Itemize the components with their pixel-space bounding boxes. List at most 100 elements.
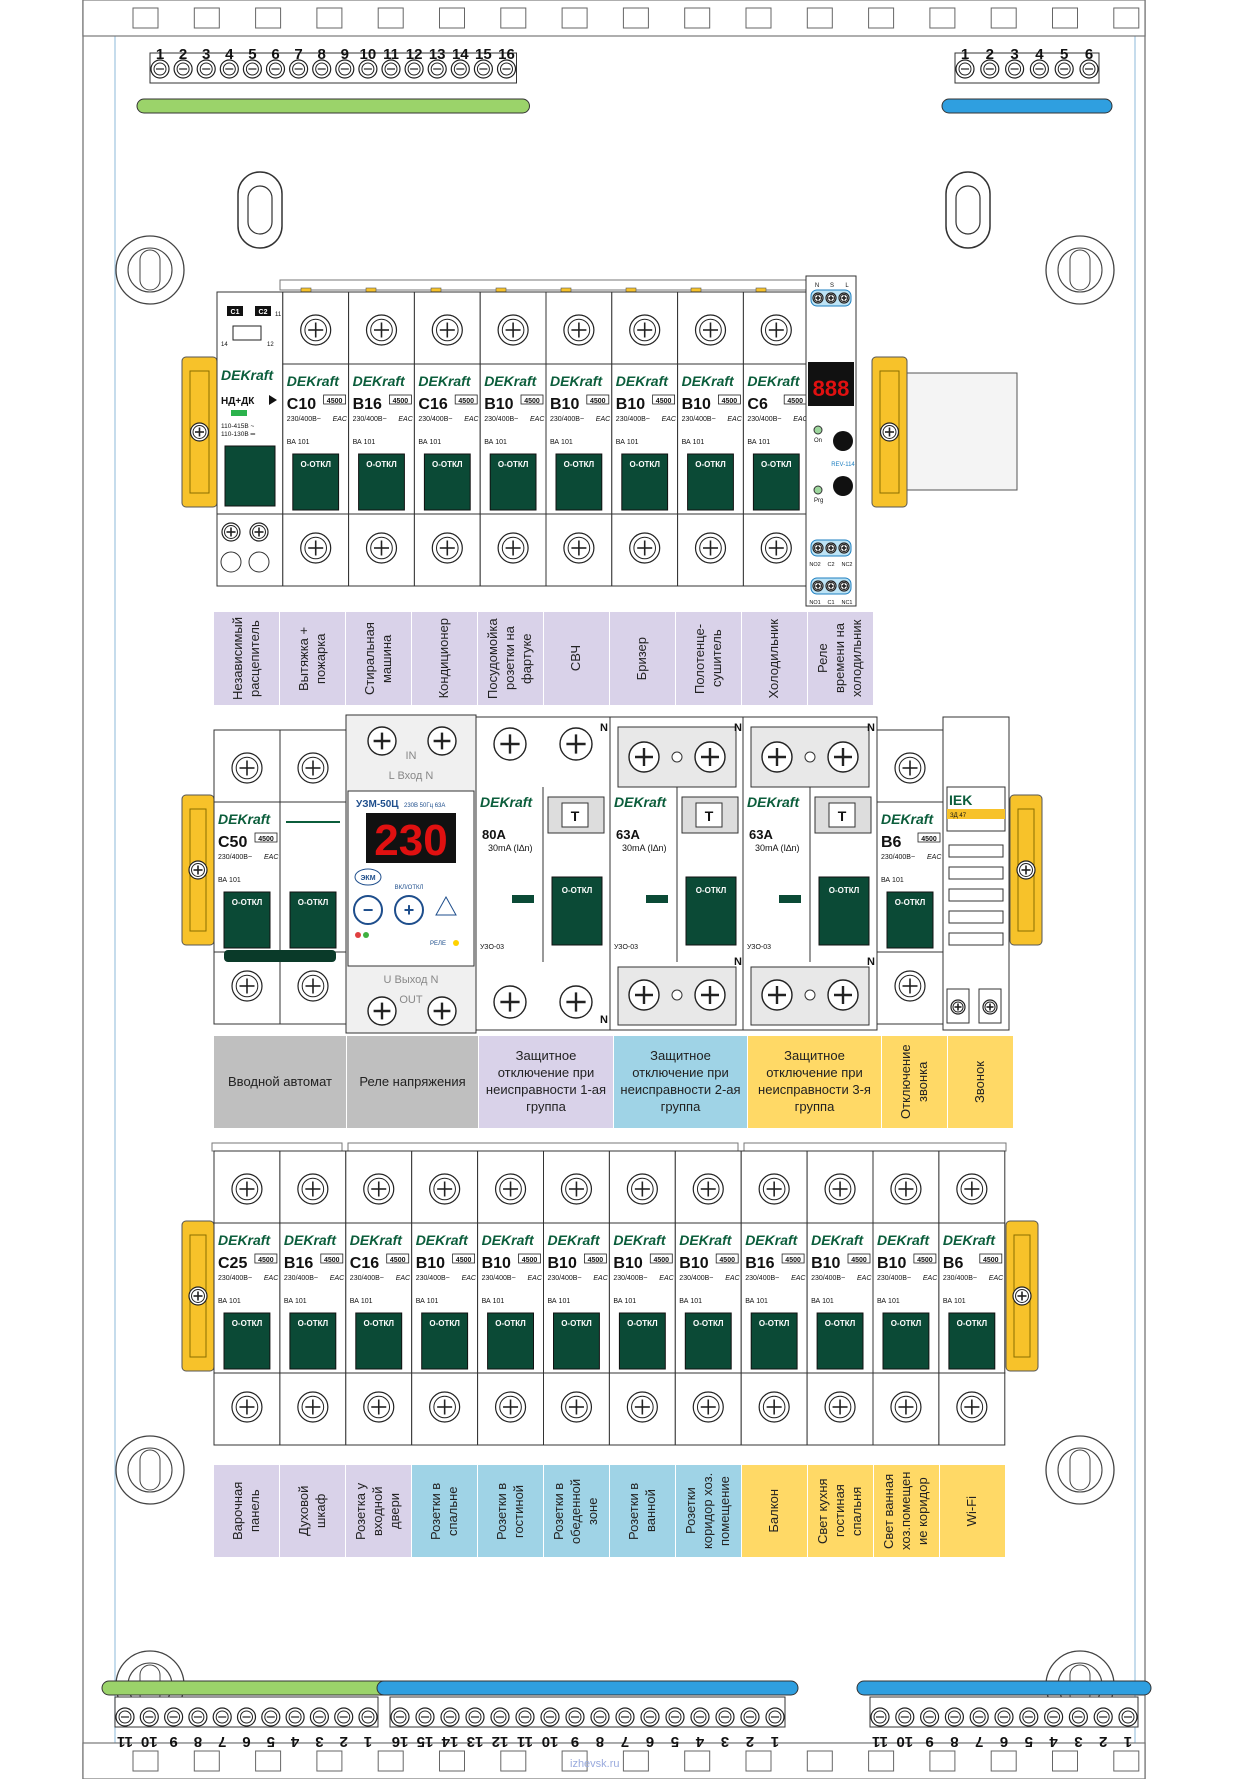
eac-mark: EAC (727, 416, 742, 423)
breaker-voltage: 230/400В~ (877, 1275, 911, 1282)
breaker-lever (618, 1312, 666, 1370)
screw-icon (629, 532, 661, 564)
breaker-rating: B16 (745, 1255, 774, 1272)
bus-screw-inner (958, 62, 972, 76)
rcd-rating: 80A (482, 827, 506, 842)
circuit-label-text: Розетки в спальне (427, 1482, 460, 1540)
bus-number: 6 (1085, 46, 1093, 63)
breaker-rating: C25 (218, 1255, 247, 1272)
circuit-label-text: Стиральная машина (361, 622, 394, 695)
screw-icon (559, 727, 593, 761)
relay-knob-down (833, 476, 853, 496)
screw-ring (984, 1001, 996, 1013)
mount-hole-inner (127, 1447, 173, 1493)
bus-number: 14 (452, 46, 469, 63)
screw-icon (231, 1173, 263, 1205)
bell-slot (948, 932, 1004, 946)
screw-icon (231, 1391, 263, 1423)
bus-number: 5 (1025, 1733, 1033, 1750)
frame-tooth (193, 7, 220, 29)
lever-label: О-ОТКЛ (298, 1319, 329, 1328)
small-screw (671, 751, 683, 763)
circuit-label-text: Балкон (766, 1489, 782, 1533)
bell-brand: IEK (949, 792, 972, 808)
bus-number: 11 (872, 1733, 888, 1750)
rcd-rating: 63A (616, 827, 640, 842)
capacity-box (254, 832, 278, 843)
breaker-rating: B6 (881, 834, 902, 851)
bus-screw-inner (288, 1710, 302, 1724)
relay-term-label: NC1 (841, 600, 852, 606)
screw-icon (188, 860, 208, 880)
breaker-series: ВА 101 (679, 1298, 702, 1305)
led-red (355, 932, 361, 938)
screw-icon (694, 979, 726, 1011)
breaker-capacity: 4500 (327, 398, 343, 405)
lever-label: О-ОТКЛ (761, 460, 792, 469)
bus-number: 9 (925, 1733, 933, 1750)
circuit-label-text: СВЧ (568, 645, 584, 672)
circuit-label: Отключение звонка (882, 1036, 948, 1128)
breaker-voltage: 230/400В~ (682, 416, 716, 423)
screw-ring (367, 1395, 391, 1419)
bus-number: 9 (169, 1733, 177, 1750)
lever-label: О-ОТКЛ (300, 460, 331, 469)
screw-icon (628, 741, 660, 773)
capacity-box (323, 394, 347, 405)
screw-icon (363, 1173, 395, 1205)
bus-number: 3 (1010, 46, 1018, 63)
breaker-voltage: 230/400В~ (745, 1275, 779, 1282)
breaker-capacity: 4500 (719, 1257, 735, 1264)
capacity-box (388, 394, 412, 405)
rcd-series: УЗО-03 (614, 944, 638, 951)
screw-icon (838, 580, 850, 592)
frame-tooth (316, 1750, 343, 1772)
lever-label: О-ОТКЛ (891, 1319, 922, 1328)
breaker-voltage: 230/400В~ (218, 854, 252, 861)
capacity-box (386, 1253, 410, 1264)
frame-tooth (255, 1750, 282, 1772)
bus-number: 3 (1074, 1733, 1082, 1750)
terminal-hole (248, 551, 270, 573)
breaker-rating: B10 (877, 1255, 906, 1272)
bus-number: 15 (417, 1733, 434, 1750)
screw-icon (956, 1173, 988, 1205)
circuit-label-text: Реле напряжения (359, 1073, 466, 1089)
breaker-capacity: 4500 (656, 398, 672, 405)
screw-ring (813, 581, 823, 591)
bus-screw-inner (153, 62, 167, 76)
circuit-label-text: Духовой шкаф (295, 1485, 328, 1537)
relay-led (453, 940, 459, 946)
circuit-label-text: Варочная панель (229, 1481, 262, 1541)
breaker-lever (555, 453, 603, 511)
screw-icon (825, 292, 837, 304)
bus-bar (856, 1680, 1152, 1696)
device-label: НД+ДК (221, 396, 255, 407)
bell-slot (948, 866, 1004, 880)
circuit-label-text: Свет кухня гостиная спальня (815, 1478, 864, 1544)
screw-icon (497, 532, 529, 564)
frame-tooth (316, 7, 343, 29)
bus-screw-inner (292, 62, 306, 76)
screw-icon (761, 741, 793, 773)
breaker-series: ВА 101 (416, 1298, 439, 1305)
screw-ring (501, 318, 525, 342)
handle-tie (224, 950, 336, 962)
din-rail-free (906, 372, 1018, 491)
lever-label: О-ОТКЛ (429, 1319, 460, 1328)
bus-bar (376, 1680, 799, 1696)
breaker-voltage: 230/400В~ (482, 1275, 516, 1282)
screw-icon (560, 1391, 593, 1423)
screw-icon (494, 1391, 527, 1423)
screw-ring (301, 1177, 325, 1201)
breaker-voltage: 230/400В~ (284, 1275, 318, 1282)
bus-number: 5 (671, 1733, 679, 1750)
breaker-series: ВА 101 (877, 1298, 900, 1305)
circuit-label-text: Свет ванная хоз.помещен ие коридор (881, 1471, 930, 1551)
breaker-series: ВА 101 (353, 439, 376, 446)
mount-hole (1045, 1435, 1115, 1505)
screw-ring (499, 1395, 522, 1419)
breaker-lever (621, 453, 669, 511)
bus-screw-inner (315, 62, 329, 76)
bus-screw-inner (1096, 1710, 1110, 1724)
